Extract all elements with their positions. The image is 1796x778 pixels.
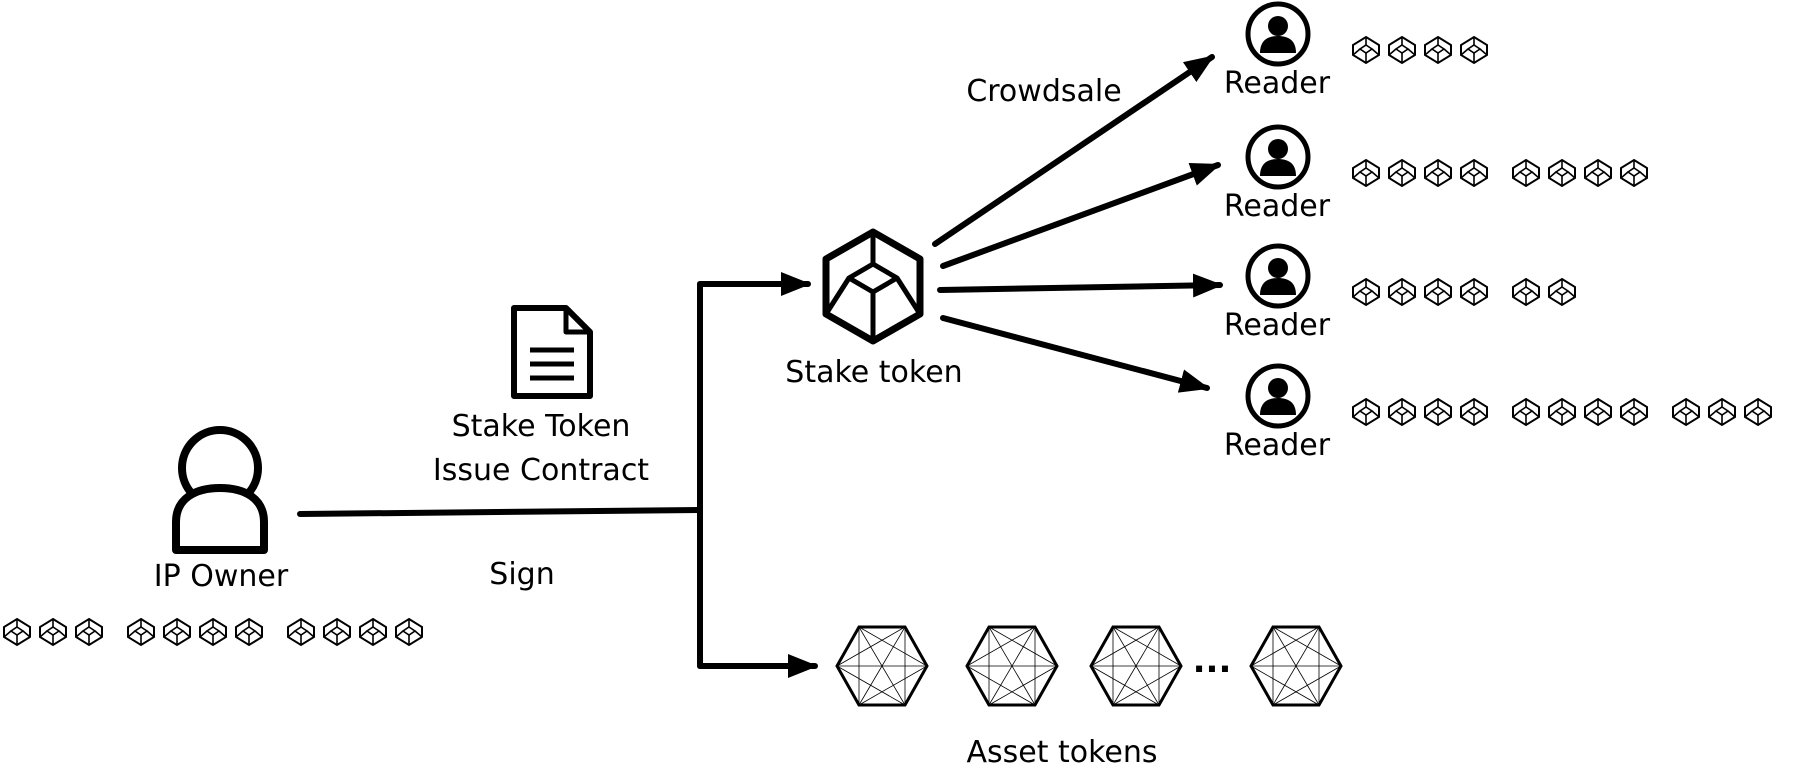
small-cube-icon — [1512, 278, 1540, 306]
reader-2: Reader — [1224, 127, 1648, 224]
small-cube-icon — [1460, 36, 1488, 64]
small-cube-icon — [199, 618, 227, 646]
crowdsale-arrow-1 — [932, 54, 1215, 247]
user-icon — [172, 426, 268, 554]
reader-token-row — [1352, 278, 1576, 306]
small-cube-icon — [1672, 398, 1700, 426]
small-cube-icon — [1388, 159, 1416, 187]
owner-to-contract-edge — [297, 507, 703, 517]
reader-token-row — [1352, 36, 1488, 64]
crowdsale-label: Crowdsale — [966, 74, 1121, 109]
user-circle-icon — [1248, 4, 1308, 64]
hexagon-icon — [1089, 625, 1183, 707]
hexagon-icon — [965, 625, 1059, 707]
crowdsale-arrow-4 — [940, 315, 1210, 393]
user-circle-icon — [1248, 246, 1308, 306]
small-cube-icon — [1584, 398, 1612, 426]
contract-label-line2: Issue Contract — [433, 453, 649, 488]
small-cube-icon — [1424, 159, 1452, 187]
contract-label-line1: Stake Token — [452, 409, 631, 444]
crowdsale-arrow-3 — [937, 273, 1223, 298]
small-cube-icon — [1548, 278, 1576, 306]
small-cube-icon — [1352, 159, 1380, 187]
small-cube-icon — [1352, 278, 1380, 306]
small-cube-icon — [39, 618, 67, 646]
reader-label: Reader — [1224, 189, 1331, 224]
small-cube-icon — [1512, 159, 1540, 187]
crowdsale-arrow-2 — [940, 162, 1221, 269]
user-circle-icon — [1248, 366, 1308, 426]
small-cube-icon — [235, 618, 263, 646]
reader-3: Reader — [1224, 246, 1576, 343]
user-circle-icon — [1248, 127, 1308, 187]
ip-owner-label: IP Owner — [154, 559, 289, 594]
small-cube-icon — [1460, 159, 1488, 187]
asset-token-row — [835, 625, 1343, 707]
reader-token-row — [1352, 159, 1648, 187]
small-cube-icon — [1460, 278, 1488, 306]
document-icon — [511, 305, 593, 399]
hexagon-icon — [835, 625, 929, 707]
small-cube-icon — [1424, 398, 1452, 426]
owner-token-row — [3, 618, 423, 646]
reader-label: Reader — [1224, 428, 1331, 463]
small-cube-icon — [1744, 398, 1772, 426]
small-cube-icon — [287, 618, 315, 646]
small-cube-icon — [1388, 398, 1416, 426]
small-cube-icon — [1548, 159, 1576, 187]
small-cube-icon — [1352, 36, 1380, 64]
asset-tokens-label: Asset tokens — [966, 735, 1157, 770]
small-cube-icon — [75, 618, 103, 646]
small-cube-icon — [1512, 398, 1540, 426]
small-cube-icon — [1424, 36, 1452, 64]
sign-label: Sign — [489, 557, 554, 592]
small-cube-icon — [1620, 159, 1648, 187]
reader-1: Reader — [1224, 4, 1488, 101]
small-cube-icon — [1352, 398, 1380, 426]
small-cube-icon — [395, 618, 423, 646]
small-cube-icon — [1460, 398, 1488, 426]
small-cube-icon — [1548, 398, 1576, 426]
reader-token-row — [1352, 398, 1772, 426]
reader-label: Reader — [1224, 308, 1331, 343]
reader-label: Reader — [1224, 66, 1331, 101]
small-cube-icon — [1620, 398, 1648, 426]
cube-icon — [822, 228, 924, 345]
hexagon-icon — [1249, 625, 1343, 707]
small-cube-icon — [1708, 398, 1736, 426]
small-cube-icon — [1584, 159, 1612, 187]
small-cube-icon — [1388, 36, 1416, 64]
reader-4: Reader — [1224, 366, 1772, 463]
small-cube-icon — [1424, 278, 1452, 306]
small-cube-icon — [359, 618, 387, 646]
small-cube-icon — [323, 618, 351, 646]
small-cube-icon — [163, 618, 191, 646]
small-cube-icon — [3, 618, 31, 646]
asset-ellipsis: ... — [1193, 641, 1232, 681]
stake-token-label: Stake token — [785, 355, 962, 390]
small-cube-icon — [127, 618, 155, 646]
small-cube-icon — [1388, 278, 1416, 306]
